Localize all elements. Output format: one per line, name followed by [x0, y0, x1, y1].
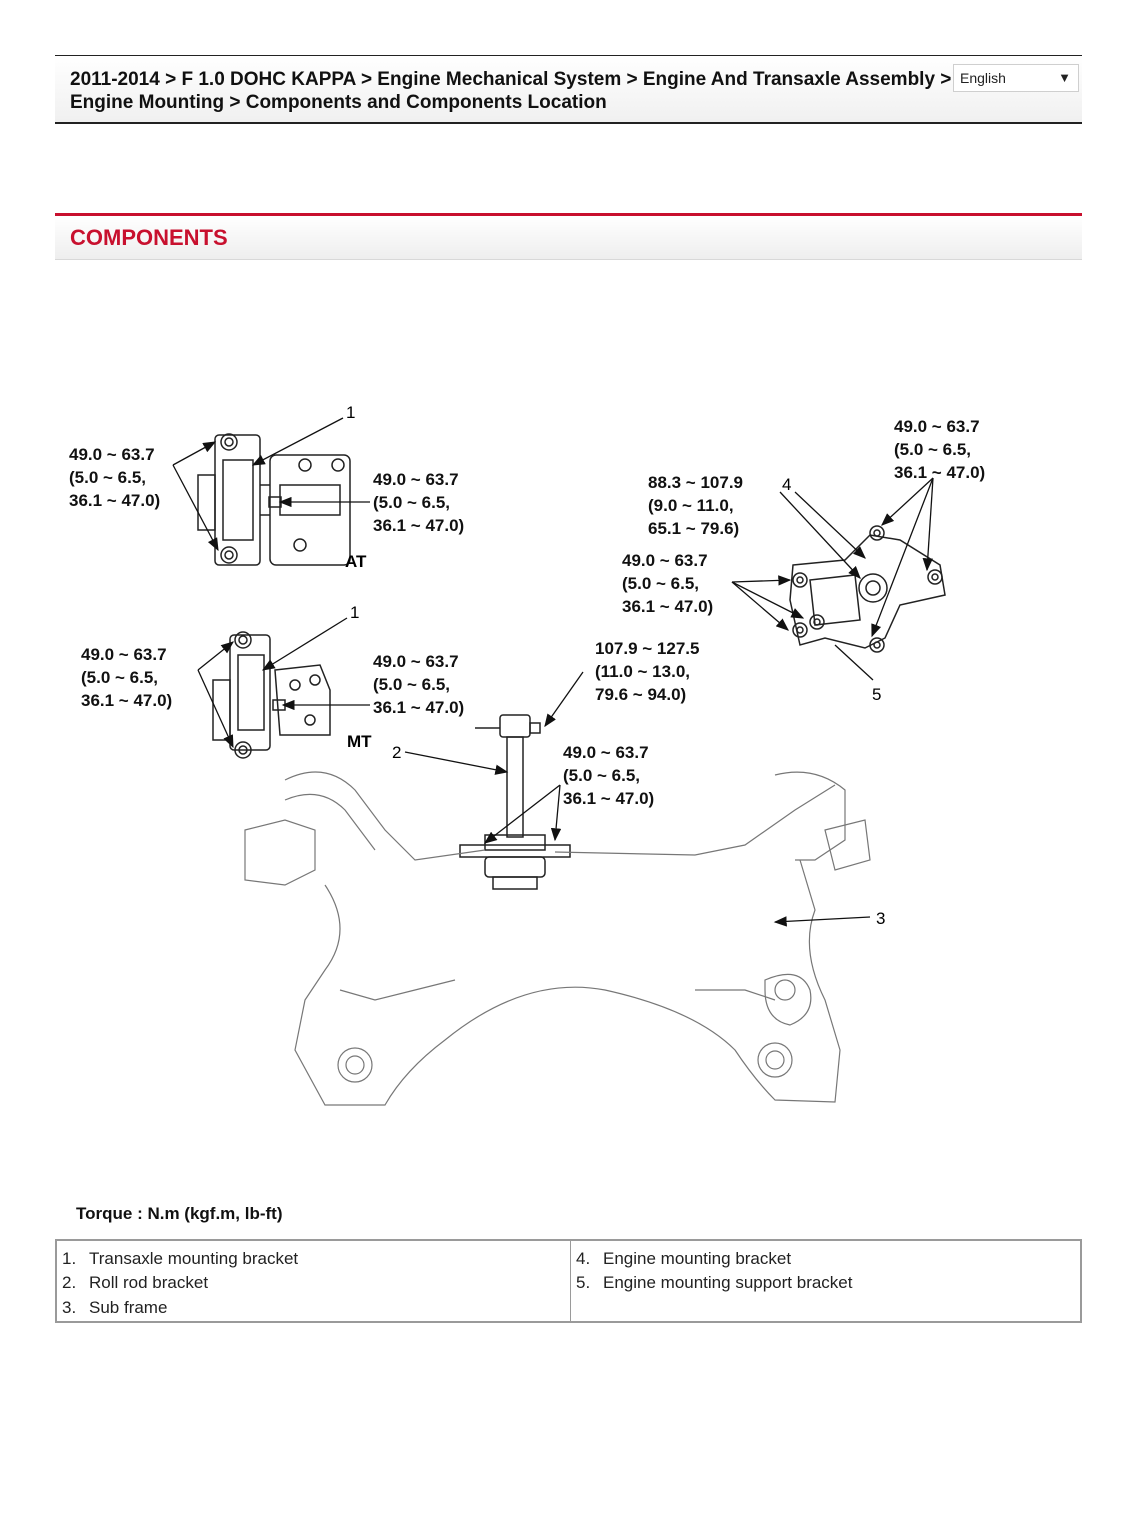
legend-column-right: 4.Engine mounting bracket 5.Engine mount…: [571, 1241, 1080, 1321]
component-legend-table: 1.Transaxle mounting bracket 2.Roll rod …: [55, 1239, 1082, 1323]
section-header: COMPONENTS: [55, 213, 1082, 260]
torque-roll-rod-top: 107.9 ~ 127.5 (11.0 ~ 13.0, 79.6 ~ 94.0): [595, 639, 704, 704]
breadcrumb-text[interactable]: 2011-2014 > F 1.0 DOHC KAPPA > Engine Me…: [70, 68, 960, 114]
roll-rod-bracket: [459, 714, 571, 890]
torque-engine-top: 49.0 ~ 63.7 (5.0 ~ 6.5, 36.1 ~ 47.0): [894, 417, 985, 482]
legend-item: 5.Engine mounting support bracket: [576, 1273, 853, 1292]
legend-column-left: 1.Transaxle mounting bracket 2.Roll rod …: [57, 1241, 571, 1321]
callout-1-mt: 1: [350, 603, 359, 622]
breadcrumb-line-1[interactable]: 2011-2014 > F 1.0 DOHC KAPPA > Engine Me…: [70, 69, 952, 90]
torque-unit-note: Torque : N.m (kgf.m, lb-ft): [76, 1204, 283, 1223]
at-label: AT: [345, 552, 367, 571]
breadcrumb-line-2[interactable]: Engine Mounting > Components and Compone…: [70, 92, 607, 113]
breadcrumb: 2011-2014 > F 1.0 DOHC KAPPA > Engine Me…: [55, 55, 1082, 124]
engine-mounting-bracket: [789, 525, 946, 653]
chevron-down-icon: ▼: [1058, 70, 1071, 85]
callout-4: 4: [782, 475, 791, 494]
callout-1-at: 1: [346, 403, 355, 422]
torque-at-right: 49.0 ~ 63.7 (5.0 ~ 6.5, 36.1 ~ 47.0): [373, 470, 464, 535]
language-select-value: English: [960, 70, 1006, 86]
language-select[interactable]: English ▼: [953, 64, 1079, 92]
legend-item: 4.Engine mounting bracket: [576, 1249, 792, 1268]
section-title: COMPONENTS: [70, 225, 228, 250]
torque-mt-right: 49.0 ~ 63.7 (5.0 ~ 6.5, 36.1 ~ 47.0): [373, 652, 464, 717]
torque-engine-center: 88.3 ~ 107.9 (9.0 ~ 11.0, 65.1 ~ 79.6): [648, 473, 748, 538]
callout-5: 5: [872, 685, 881, 704]
transaxle-mounting-bracket-at: [197, 433, 351, 566]
callout-3: 3: [876, 909, 885, 928]
sub-frame: [244, 771, 871, 1106]
torque-engine-left: 49.0 ~ 63.7 (5.0 ~ 6.5, 36.1 ~ 47.0): [622, 551, 713, 616]
torque-mt-left: 49.0 ~ 63.7 (5.0 ~ 6.5, 36.1 ~ 47.0): [81, 645, 172, 710]
callout-2: 2: [392, 743, 401, 762]
leader-lines: [172, 417, 934, 927]
torque-at-left: 49.0 ~ 63.7 (5.0 ~ 6.5, 36.1 ~ 47.0): [69, 445, 160, 510]
torque-roll-rod-bottom: 49.0 ~ 63.7 (5.0 ~ 6.5, 36.1 ~ 47.0): [563, 743, 654, 808]
transaxle-mounting-bracket-mt: [212, 631, 331, 759]
legend-item: 1.Transaxle mounting bracket: [62, 1249, 299, 1268]
legend-item: 2.Roll rod bracket: [62, 1273, 209, 1292]
engine-mounting-diagram: AT MT: [69, 403, 985, 1106]
mt-label: MT: [347, 732, 372, 751]
legend-item: 3.Sub frame: [62, 1298, 168, 1317]
